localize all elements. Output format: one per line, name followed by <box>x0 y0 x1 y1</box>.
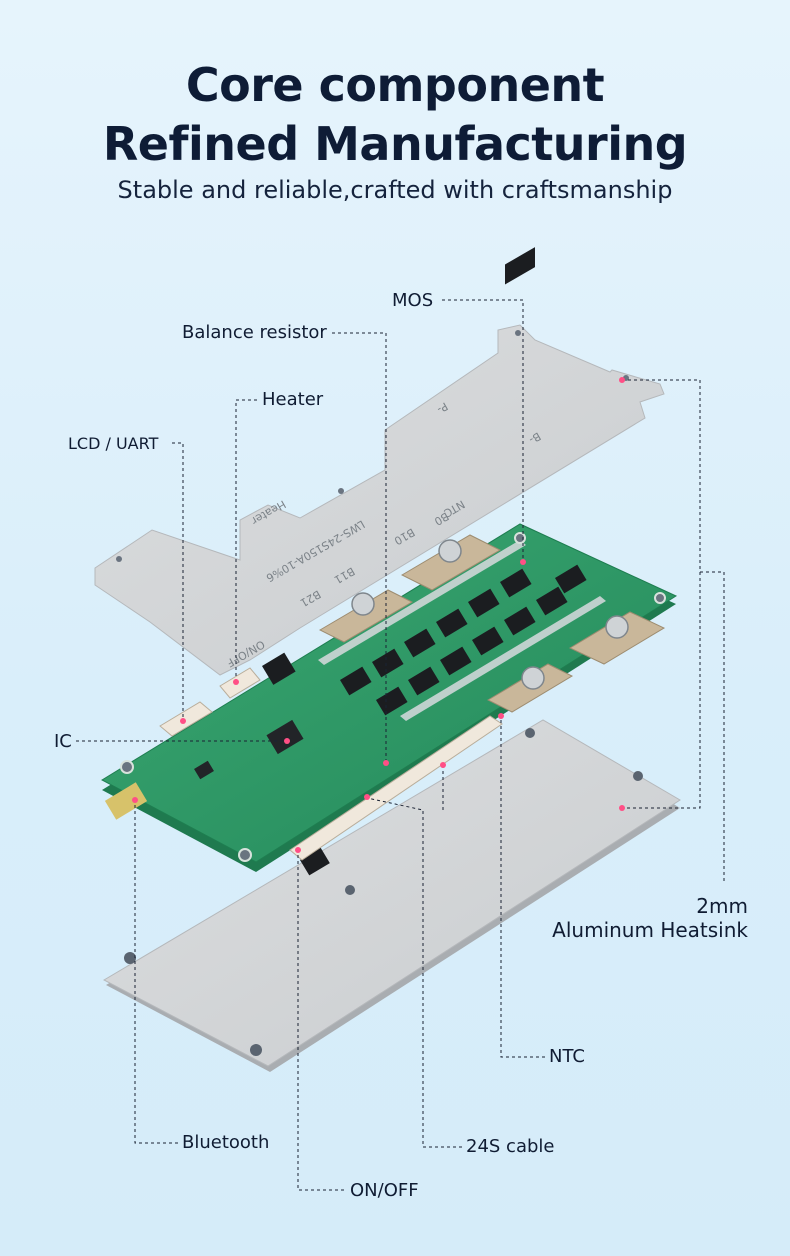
plate-mark-b0: B0 <box>432 509 451 528</box>
page-title-line2: Refined Manufacturing <box>102 117 688 171</box>
callout-ic: IC <box>54 731 72 752</box>
callout-ntc: NTC <box>549 1046 585 1067</box>
callout-heater: Heater <box>262 389 324 410</box>
callout-24s-cable: 24S cable <box>466 1136 555 1157</box>
callout-lcd-uart: LCD / UART <box>68 434 159 453</box>
top-heatsink-plate: P- B- Heater LWS-24S150A-10%6 B21 B11 B1… <box>94 324 665 676</box>
bottom-heatsink-plate <box>102 719 681 1072</box>
callout-heatsink-name: Aluminum Heatsink <box>552 918 748 942</box>
callout-balance-resistor: Balance resistor <box>182 322 327 343</box>
callout-on-off: ON/OFF <box>350 1180 419 1201</box>
callout-mos: MOS <box>392 290 434 311</box>
callout-bluetooth: Bluetooth <box>182 1132 270 1153</box>
plate-mark-b: B- <box>527 429 543 446</box>
pcb-board <box>100 247 678 876</box>
page-title-line1: Core component <box>185 58 605 112</box>
leader-lines <box>76 299 725 1191</box>
callout-markers <box>132 377 625 853</box>
callout-heatsink-thickness: 2mm <box>696 894 748 918</box>
page-subtitle: Stable and reliable,crafted with craftsm… <box>117 176 673 204</box>
